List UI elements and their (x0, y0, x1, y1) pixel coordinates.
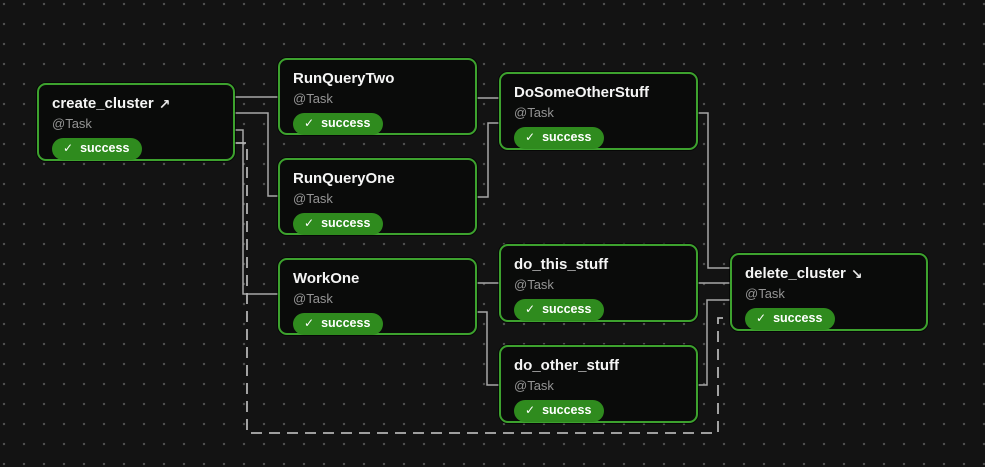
check-icon: ✓ (63, 141, 74, 155)
status-label: success (321, 316, 371, 330)
node-title: create_cluster ↗ (52, 94, 220, 114)
node-do-other-stuff[interactable]: do_other_stuff @Task ✓ success (499, 345, 698, 423)
status-label: success (542, 302, 592, 316)
status-label: success (773, 311, 823, 325)
node-title: DoSomeOtherStuff (514, 83, 683, 103)
status-badge: ✓ success (514, 299, 605, 321)
node-runquerytwo[interactable]: RunQueryTwo @Task ✓ success (278, 58, 477, 135)
node-type-label: @Task (745, 286, 785, 301)
node-title-text: RunQueryOne (293, 170, 395, 187)
status-label: success (542, 130, 592, 144)
status-badge: ✓ success (293, 113, 384, 135)
node-do-this-stuff[interactable]: do_this_stuff @Task ✓ success (499, 244, 698, 322)
node-type-label: @Task (293, 191, 333, 206)
check-icon: ✓ (525, 403, 536, 417)
node-title: RunQueryTwo (293, 69, 462, 89)
node-delete-cluster[interactable]: delete_cluster ↘ @Task ✓ success (730, 253, 928, 331)
node-type-label: @Task (514, 277, 554, 292)
status-badge: ✓ success (52, 138, 143, 160)
node-title: WorkOne (293, 269, 462, 289)
node-create-cluster[interactable]: create_cluster ↗ @Task ✓ success (37, 83, 235, 161)
edge-create_cluster-to-RunQueryOne (235, 112, 278, 197)
expand-launch-icon[interactable]: ↗ (158, 96, 171, 112)
node-title: do_this_stuff (514, 255, 683, 275)
edge-RunQueryOne-to-DoSomeOtherStuff (477, 122, 499, 198)
status-badge: ✓ success (293, 213, 384, 235)
node-type-label: @Task (52, 116, 92, 131)
status-badge: ✓ success (293, 313, 384, 335)
node-title-text: WorkOne (293, 270, 360, 287)
node-title-text: delete_cluster (745, 265, 846, 282)
node-workone[interactable]: WorkOne @Task ✓ success (278, 258, 477, 335)
edge-DoSomeOtherStuff-to-delete_cluster (698, 112, 730, 269)
node-title-text: DoSomeOtherStuff (514, 84, 649, 101)
check-icon: ✓ (756, 311, 767, 325)
edge-create_cluster-to-WorkOne (235, 129, 278, 295)
check-icon: ✓ (304, 216, 315, 230)
check-icon: ✓ (304, 116, 315, 130)
edge-do_other_stuff-to-delete_cluster (698, 299, 730, 386)
node-type-label: @Task (514, 105, 554, 120)
node-type-label: @Task (293, 91, 333, 106)
edge-WorkOne-to-do_other_stuff (477, 311, 499, 386)
check-icon: ✓ (304, 316, 315, 330)
node-title: delete_cluster ↘ (745, 264, 913, 284)
node-title: do_other_stuff (514, 356, 683, 376)
node-type-label: @Task (514, 378, 554, 393)
node-title-text: do_other_stuff (514, 357, 619, 374)
status-badge: ✓ success (514, 400, 605, 422)
status-label: success (80, 141, 130, 155)
node-title: RunQueryOne (293, 169, 462, 189)
check-icon: ✓ (525, 302, 536, 316)
status-label: success (542, 403, 592, 417)
status-badge: ✓ success (514, 127, 605, 149)
node-dosomeotherstuff[interactable]: DoSomeOtherStuff @Task ✓ success (499, 72, 698, 150)
status-badge: ✓ success (745, 308, 836, 330)
node-title-text: do_this_stuff (514, 256, 609, 273)
node-title-text: create_cluster (52, 95, 154, 112)
node-type-label: @Task (293, 291, 333, 306)
node-title-text: RunQueryTwo (293, 70, 395, 87)
node-runqueryone[interactable]: RunQueryOne @Task ✓ success (278, 158, 477, 235)
status-label: success (321, 116, 371, 130)
check-icon: ✓ (525, 130, 536, 144)
status-label: success (321, 216, 371, 230)
collapse-launch-icon[interactable]: ↘ (850, 266, 863, 282)
